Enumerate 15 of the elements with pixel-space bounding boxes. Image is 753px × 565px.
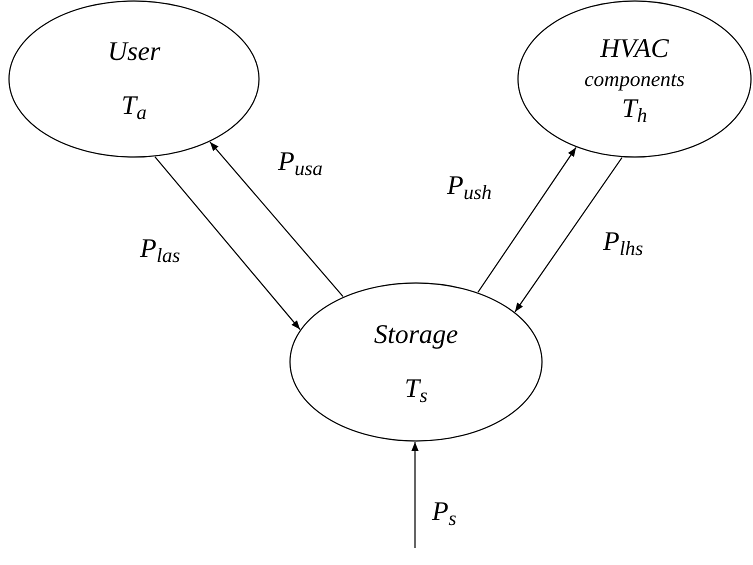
arrow <box>478 147 576 293</box>
node-label: HVAC <box>600 32 669 66</box>
ellipse-node <box>8 0 260 158</box>
arrow <box>210 142 344 297</box>
ellipse-node <box>289 282 543 442</box>
arrow <box>154 156 300 330</box>
arrow <box>514 157 622 312</box>
node-label: T$_{h}$ <box>622 92 648 126</box>
node-label: User <box>108 35 160 68</box>
node-label: Storage <box>374 318 458 352</box>
node-label: T$_{a}$ <box>121 89 147 123</box>
ellipse-node <box>517 0 752 158</box>
node-label: T$_{s}$ <box>404 372 428 406</box>
arrow <box>411 442 419 548</box>
node-label: components <box>584 66 685 92</box>
